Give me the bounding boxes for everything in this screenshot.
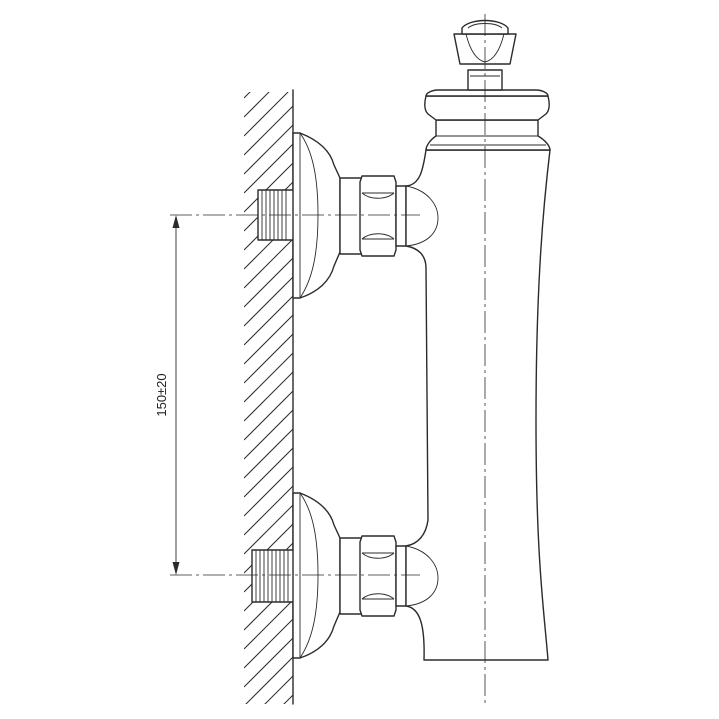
hatch-line — [244, 92, 270, 118]
hatch-line — [244, 618, 293, 669]
hatch-line — [244, 371, 293, 422]
hatch-line — [244, 447, 293, 498]
hatch-line — [244, 11, 293, 60]
hatch-line — [244, 257, 293, 308]
hatch-line — [244, 105, 293, 156]
lower-connector — [339, 535, 407, 617]
hatch-line — [244, 352, 293, 403]
hatch-line — [244, 390, 293, 441]
dimension-label: 150±20 — [154, 373, 169, 416]
hatch-line — [244, 428, 293, 479]
top-cap — [423, 69, 551, 121]
lower-pipe-thread — [251, 549, 295, 603]
hatch-line — [244, 485, 293, 536]
wall-hatching — [244, 11, 293, 704]
hatch-line — [244, 92, 289, 137]
hatch-line — [244, 276, 293, 327]
hatch-line — [244, 314, 293, 365]
hatch-line — [244, 504, 293, 555]
upper-escutcheon — [292, 132, 341, 299]
hatch-line — [244, 238, 293, 289]
hatch-line — [244, 30, 293, 79]
dimension-line — [172, 215, 180, 575]
mixer-body — [405, 119, 551, 661]
hatch-line — [244, 599, 293, 650]
hatch-line — [244, 295, 293, 346]
hatch-line — [244, 637, 293, 688]
hatch-line — [244, 143, 293, 194]
hatch-line — [245, 656, 293, 704]
hatch-line — [244, 333, 293, 384]
hatch-line — [283, 694, 293, 704]
upper-connector — [339, 175, 407, 257]
hatch-line — [244, 162, 293, 213]
hatch-line — [244, 409, 293, 460]
hatch-line — [244, 124, 293, 175]
hatch-line — [264, 675, 293, 704]
hatch-line — [244, 92, 251, 99]
lower-escutcheon — [292, 492, 341, 659]
hatch-line — [244, 466, 293, 517]
